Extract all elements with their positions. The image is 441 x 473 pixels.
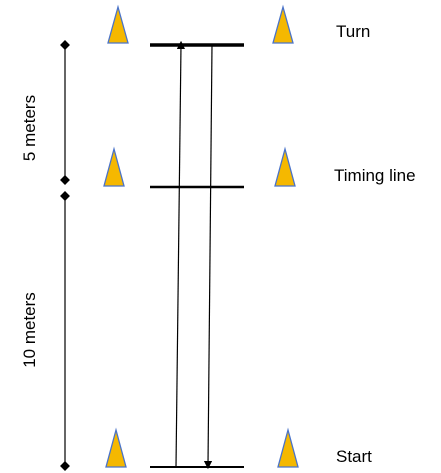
return-arrow [203,44,213,470]
ten-meter-top-diamond [60,191,70,201]
start-right-cone-icon [277,427,299,468]
outbound-arrow [175,40,186,468]
five-meters-label: 5 meters [20,95,39,161]
five-meter-bottom-diamond [60,175,70,185]
distance-markers: 5 meters 10 meters [20,40,70,471]
start-label: Start [336,447,372,466]
turn-left-cone-icon [107,4,129,44]
timing-right-cone-icon [274,146,296,187]
timing-line-label: Timing line [334,166,416,185]
cones [103,4,299,468]
turn-right-cone-icon [272,4,294,44]
ten-meters-label: 10 meters [20,292,39,368]
running-path [175,40,213,470]
start-left-cone-icon [105,427,127,468]
turn-label: Turn [336,22,370,41]
ten-meter-bottom-diamond [60,461,70,471]
five-meter-top-diamond [60,40,70,50]
course-lines [150,43,244,468]
timing-left-cone-icon [103,146,125,187]
position-labels: Turn Timing line Start [334,22,416,466]
